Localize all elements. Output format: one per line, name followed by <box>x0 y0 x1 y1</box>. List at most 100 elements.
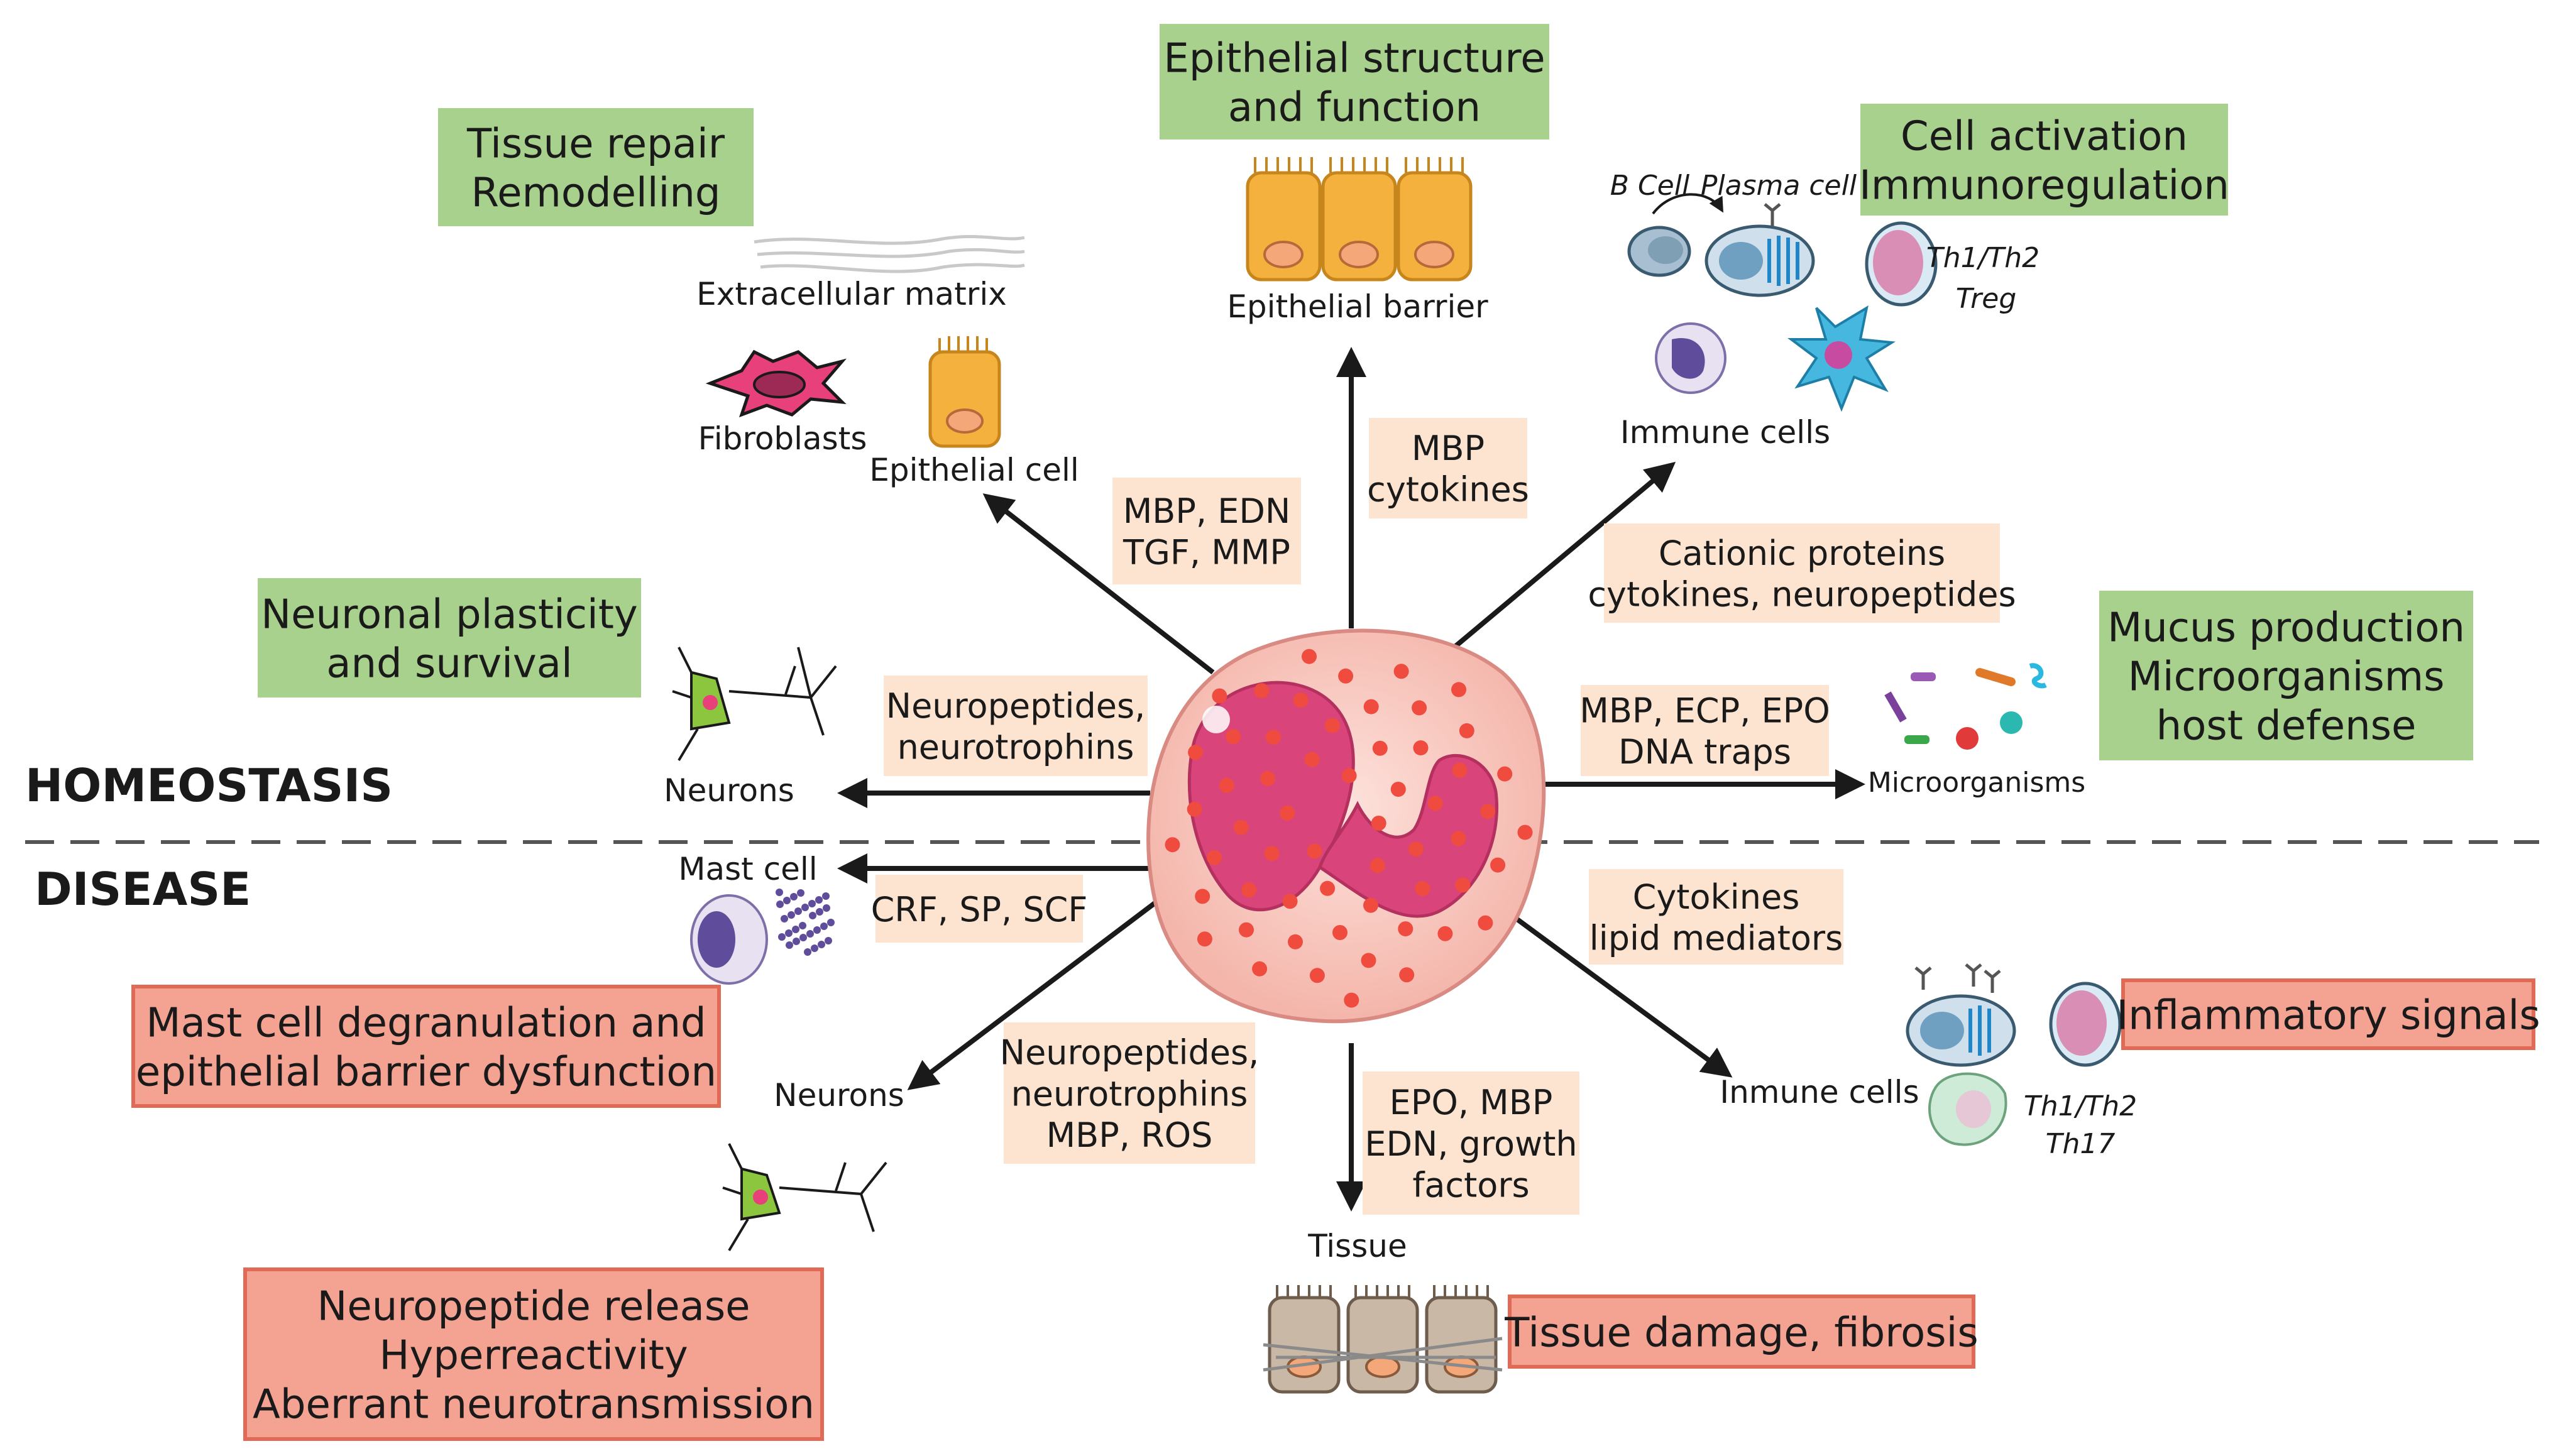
box-tissue-damage-bg <box>1508 1295 1975 1369</box>
inmune-cells-icon <box>1906 963 2016 1146</box>
mediator-neuropeptides-bottom-line: neurotrophins <box>1011 1074 1248 1114</box>
label-epithelial-barrier: Epithelial barrier <box>1227 288 1488 325</box>
granule <box>1412 700 1427 716</box>
mast-granule <box>794 907 802 915</box>
box-neuropeptide-release-line: Neuropeptide release <box>317 1283 750 1330</box>
mediator-epo-mbp-edn-line: EDN, growth <box>1364 1124 1577 1164</box>
granule <box>1427 796 1443 811</box>
granule <box>1490 857 1506 873</box>
mast-granule <box>792 926 799 933</box>
arrow-up-left <box>982 493 1215 675</box>
granule <box>1455 877 1471 893</box>
label-mast-cell: Mast cell <box>678 851 817 887</box>
granule <box>1371 816 1386 831</box>
box-tissue-repair-line: Tissue repair <box>466 121 725 167</box>
label-inmune-cells: Inmune cells <box>1720 1074 1919 1110</box>
label-th1-th2-bottom: Th1/Th2 <box>2024 1090 2137 1122</box>
box-epithelial-structure-line: Epithelial structure <box>1163 35 1545 82</box>
mast-granule <box>785 929 793 937</box>
granule <box>1361 953 1376 968</box>
nucleus-lobe-right <box>1318 753 1498 918</box>
granule <box>1302 649 1317 664</box>
mast-granule <box>783 897 791 904</box>
granule <box>1338 668 1354 684</box>
granule <box>1370 858 1385 873</box>
label-extracellular-matrix: Extracellular matrix <box>696 276 1007 312</box>
epithelial-barrier-cell <box>1321 157 1397 282</box>
label-epithelial-cell: Epithelial cell <box>869 452 1079 488</box>
arrow-down-left <box>907 890 1171 1090</box>
b-to-plasma-arrow <box>1652 193 1723 215</box>
granule <box>1344 992 1359 1008</box>
mast-granule <box>811 944 818 952</box>
granule <box>1241 882 1257 898</box>
neuron-icon-bottom <box>722 1143 887 1252</box>
mediator-epo-mbp-edn-line: EPO, MBP <box>1390 1083 1553 1122</box>
label-treg: Treg <box>1956 283 2017 315</box>
mediator-neuropeptides-top: Neuropeptides,neurotrophins <box>884 676 1148 776</box>
mast-granule <box>797 889 804 897</box>
mast-granule <box>801 904 809 911</box>
mediator-epo-mbp-edn-line: factors <box>1412 1166 1529 1205</box>
granule <box>1197 931 1212 947</box>
granule <box>1459 723 1474 738</box>
mediator-mbp-cytokines-line: MBP <box>1412 429 1485 468</box>
box-neuropeptide-release: Neuropeptide releaseHyperreactivityAberr… <box>243 1267 824 1441</box>
mast-granule <box>825 937 832 944</box>
mediator-mbp-cytokines-line: cytokines <box>1367 470 1529 510</box>
granule <box>1260 770 1275 786</box>
mast-granule <box>808 900 816 907</box>
mediator-cationic-proteins-line: cytokines, neuropeptides <box>1588 575 2016 615</box>
box-neuropeptide-release-line: Aberrant neurotransmission <box>253 1382 815 1428</box>
microorganisms-icon <box>1884 663 2047 750</box>
granule <box>1408 841 1424 857</box>
mast-cell-icon <box>690 889 835 985</box>
mast-granule <box>820 922 828 930</box>
mediator-neuropeptides-top-line: Neuropeptides, <box>886 686 1146 726</box>
mast-granule <box>790 893 798 900</box>
granule <box>1332 925 1348 940</box>
granule <box>1280 805 1295 821</box>
label-neurons-bottom: Neurons <box>774 1077 904 1114</box>
granule <box>1219 778 1234 793</box>
label-b-cell: B Cell <box>1610 170 1690 202</box>
mediator-cytokines-lipid-bg <box>1589 869 1843 965</box>
granule <box>1480 804 1496 819</box>
granule <box>1324 718 1340 733</box>
mediator-cationic-proteins-line: Cationic proteins <box>1659 534 1945 573</box>
box-epithelial-structure-line: and function <box>1228 84 1481 131</box>
damaged-tissue-icon <box>1263 1285 1503 1394</box>
box-neuropeptide-release-bg <box>243 1267 824 1441</box>
label-neurons-top: Neurons <box>664 772 794 809</box>
box-mucus-production-bg <box>2099 591 2473 760</box>
mast-granule <box>788 911 795 919</box>
granule <box>1451 682 1466 698</box>
granule <box>1307 843 1322 859</box>
mediator-mbp-edn-tgf-mmp-line: TGF, MMP <box>1123 533 1290 572</box>
box-cell-activation-bg <box>1860 104 2228 216</box>
mast-granule <box>822 892 830 900</box>
box-neuronal-plasticity-line: Neuronal plasticity <box>261 591 638 638</box>
label-fibroblasts: Fibroblasts <box>698 420 867 457</box>
box-mucus-production-line: Mucus production <box>2107 605 2465 651</box>
box-epithelial-structure-bg <box>1160 24 1549 140</box>
neuron-icon-top <box>672 647 837 762</box>
granule <box>1341 768 1357 784</box>
box-inflammatory-signals-bg <box>2121 978 2535 1050</box>
granule <box>1187 801 1202 817</box>
epithelial-barrier-icon <box>1246 157 1473 282</box>
granule <box>1478 915 1493 931</box>
granule <box>1233 819 1249 835</box>
granule <box>1517 824 1533 840</box>
granule <box>1239 922 1254 938</box>
granule <box>1320 880 1336 896</box>
